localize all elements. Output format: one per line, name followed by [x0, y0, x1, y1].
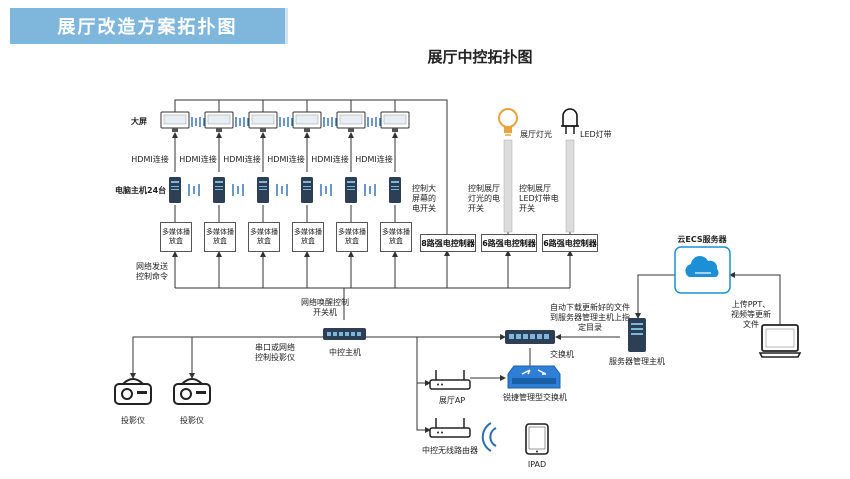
controller-note-screen: 控制大屏幕的电开关	[412, 184, 436, 213]
light-cable	[503, 139, 513, 233]
controller-8ch: 8路强电控制器	[420, 234, 476, 252]
ipad-label: IPAD	[527, 460, 547, 469]
screen-icon	[336, 111, 366, 132]
row-label-screens: 大屏	[131, 117, 147, 126]
cloud-label: 云ECS服务器	[677, 235, 727, 244]
projector-label: 投影仪	[121, 416, 145, 425]
media-box: 多媒体播放盒	[292, 222, 324, 252]
projector-icon	[114, 378, 152, 405]
row-label-computers: 电脑主机24台	[115, 186, 167, 195]
computer-icon	[345, 177, 357, 203]
computer-icon	[213, 177, 225, 203]
screen-icon	[380, 111, 410, 132]
screen-icon	[160, 111, 190, 132]
server-icon	[628, 318, 646, 352]
ipad-icon	[525, 423, 549, 455]
computer-icon	[257, 177, 269, 203]
hdmi-label: HDMI连接	[311, 155, 349, 164]
computer-icon	[389, 177, 401, 203]
header: 展厅改造方案拓扑图	[0, 0, 850, 52]
connection-lines	[130, 99, 781, 433]
network-command-label: 网络发送控制命令	[136, 262, 168, 281]
screen-icon	[204, 111, 234, 132]
screen-icon	[292, 111, 322, 132]
hdmi-label: HDMI连接	[131, 155, 169, 164]
large-screens	[160, 111, 410, 132]
router-icon	[429, 418, 471, 438]
hdmi-label: HDMI连接	[179, 155, 217, 164]
managed-switch-label: 锐捷管理型交换机	[503, 393, 567, 402]
media-box: 多媒体播放盒	[336, 222, 368, 252]
serial-control-label: 串口或网络控制投影仪	[255, 343, 295, 362]
signal-wave-icon	[188, 117, 381, 196]
central-host-icon	[323, 328, 366, 340]
computer-icon	[169, 177, 181, 203]
laptop-icon	[758, 324, 802, 358]
switch-label: 交换机	[550, 350, 574, 359]
screen-icon	[248, 111, 278, 132]
managed-switch-icon	[507, 365, 561, 389]
controller-6ch-light: 6路强电控制器	[481, 234, 537, 252]
projector-icon	[173, 378, 211, 405]
diagram-title: 展厅中控拓扑图	[427, 48, 533, 66]
router-label: 中控无线路由器	[422, 446, 478, 455]
header-accent	[285, 8, 288, 44]
upload-note: 上传PPT、视频等更新文件	[731, 300, 771, 329]
media-box: 多媒体播放盒	[204, 222, 236, 252]
led-icon	[561, 108, 579, 134]
computer-icon	[301, 177, 313, 203]
wifi-signal-icon	[481, 422, 497, 452]
projector-label: 投影仪	[180, 416, 204, 425]
wake-control-label: 网络唤醒控制开关机	[301, 298, 349, 317]
header-title: 展厅改造方案拓扑图	[10, 8, 285, 44]
led-cable	[565, 139, 575, 233]
led-strip-label: LED灯带	[580, 130, 612, 139]
hdmi-label: HDMI连接	[355, 155, 393, 164]
hdmi-label: HDMI连接	[267, 155, 305, 164]
exhibit-light-label: 展厅灯光	[520, 130, 552, 139]
hdmi-label: HDMI连接	[223, 155, 261, 164]
computer-hosts	[169, 177, 401, 203]
ap-label: 展厅AP	[438, 396, 466, 405]
media-box: 多媒体播放盒	[248, 222, 280, 252]
router-icon	[429, 370, 471, 390]
central-host-label: 中控主机	[329, 348, 361, 357]
light-bulb-icon	[498, 108, 518, 136]
server-label: 服务器管理主机	[609, 357, 665, 366]
media-box: 多媒体播放盒	[160, 222, 192, 252]
controller-note-light: 控制展厅灯光的电开关	[468, 184, 500, 213]
controller-note-led: 控制展厅LED灯带电开关	[519, 184, 559, 213]
switch-icon	[505, 330, 555, 344]
media-box: 多媒体播放盒	[380, 222, 412, 252]
cloud-icon	[674, 246, 731, 294]
controller-6ch-led: 6路强电控制器	[542, 234, 598, 252]
download-note: 自动下载更新好的文件到服务器管理主机上指定目录	[550, 303, 630, 332]
